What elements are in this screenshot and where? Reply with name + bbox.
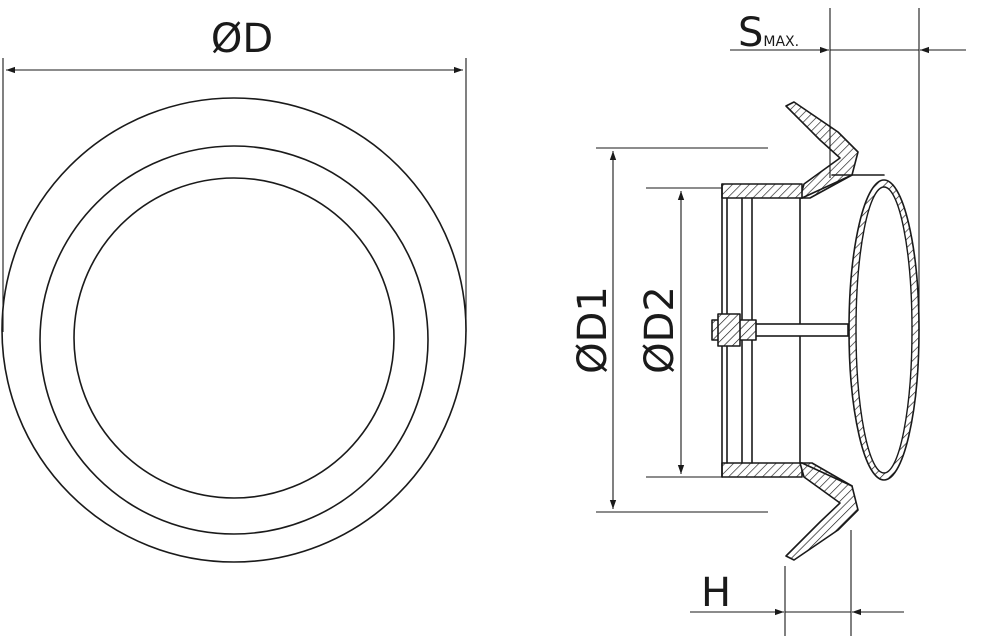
outer-rim-circle xyxy=(1,97,467,563)
h-label: H xyxy=(701,570,731,616)
flange-root-bottom xyxy=(801,462,853,487)
od-label: ØD xyxy=(211,16,273,62)
flange-root-top xyxy=(801,174,853,199)
d2-label: ØD2 xyxy=(637,286,683,374)
flange-circle xyxy=(39,145,429,535)
section-view: ØD1 ØD2 SMAX. H xyxy=(570,8,966,636)
d1-label: ØD1 xyxy=(570,286,616,374)
s-max-label: SMAX. xyxy=(738,10,799,56)
cap-inner xyxy=(855,186,913,474)
central-rib xyxy=(751,323,849,337)
top-flange-section xyxy=(785,101,859,199)
front-view: ØD xyxy=(1,16,467,563)
s-symbol: S xyxy=(738,10,763,56)
s-max-suffix: MAX. xyxy=(763,34,799,50)
bottom-sleeve-section xyxy=(721,462,803,478)
inner-bore-circle xyxy=(73,177,395,499)
hub-collar xyxy=(717,313,741,347)
top-sleeve-section xyxy=(721,183,803,199)
bottom-flange-section xyxy=(785,462,859,561)
